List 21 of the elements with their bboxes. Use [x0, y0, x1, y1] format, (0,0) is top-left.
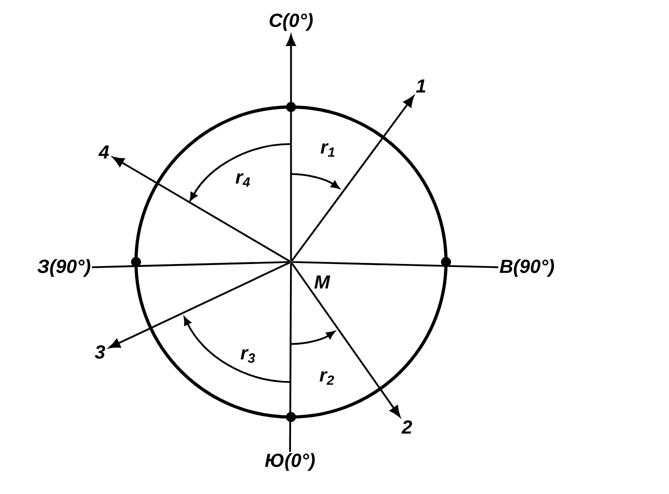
- axis-line: [289, 263, 292, 452]
- angle-label: r$_{4}$: [236, 173, 250, 187]
- point-label: М: [314, 275, 330, 289]
- direction-label: 1: [416, 79, 426, 93]
- arrow: [290, 262, 400, 418]
- angle-label: r$_{3}$: [240, 349, 255, 363]
- angle-label: r$_{1}$: [320, 143, 334, 157]
- arrow: [286, 34, 296, 261]
- direction-label: 3: [94, 345, 106, 359]
- direction-label: С(0°): [270, 13, 313, 31]
- direction-label: В(90°): [500, 259, 554, 277]
- direction-label: 2: [401, 420, 412, 434]
- arrow: [291, 96, 414, 262]
- axis-line: [92, 261, 290, 268]
- arrow: [112, 156, 290, 262]
- direction-label: Ю(0°): [265, 453, 315, 471]
- direction-label: 4: [98, 145, 109, 159]
- angle-label: r$_{2}$: [320, 371, 334, 385]
- axis-line: [292, 261, 498, 268]
- direction-label: З(90°): [37, 259, 90, 277]
- arrow: [108, 262, 290, 348]
